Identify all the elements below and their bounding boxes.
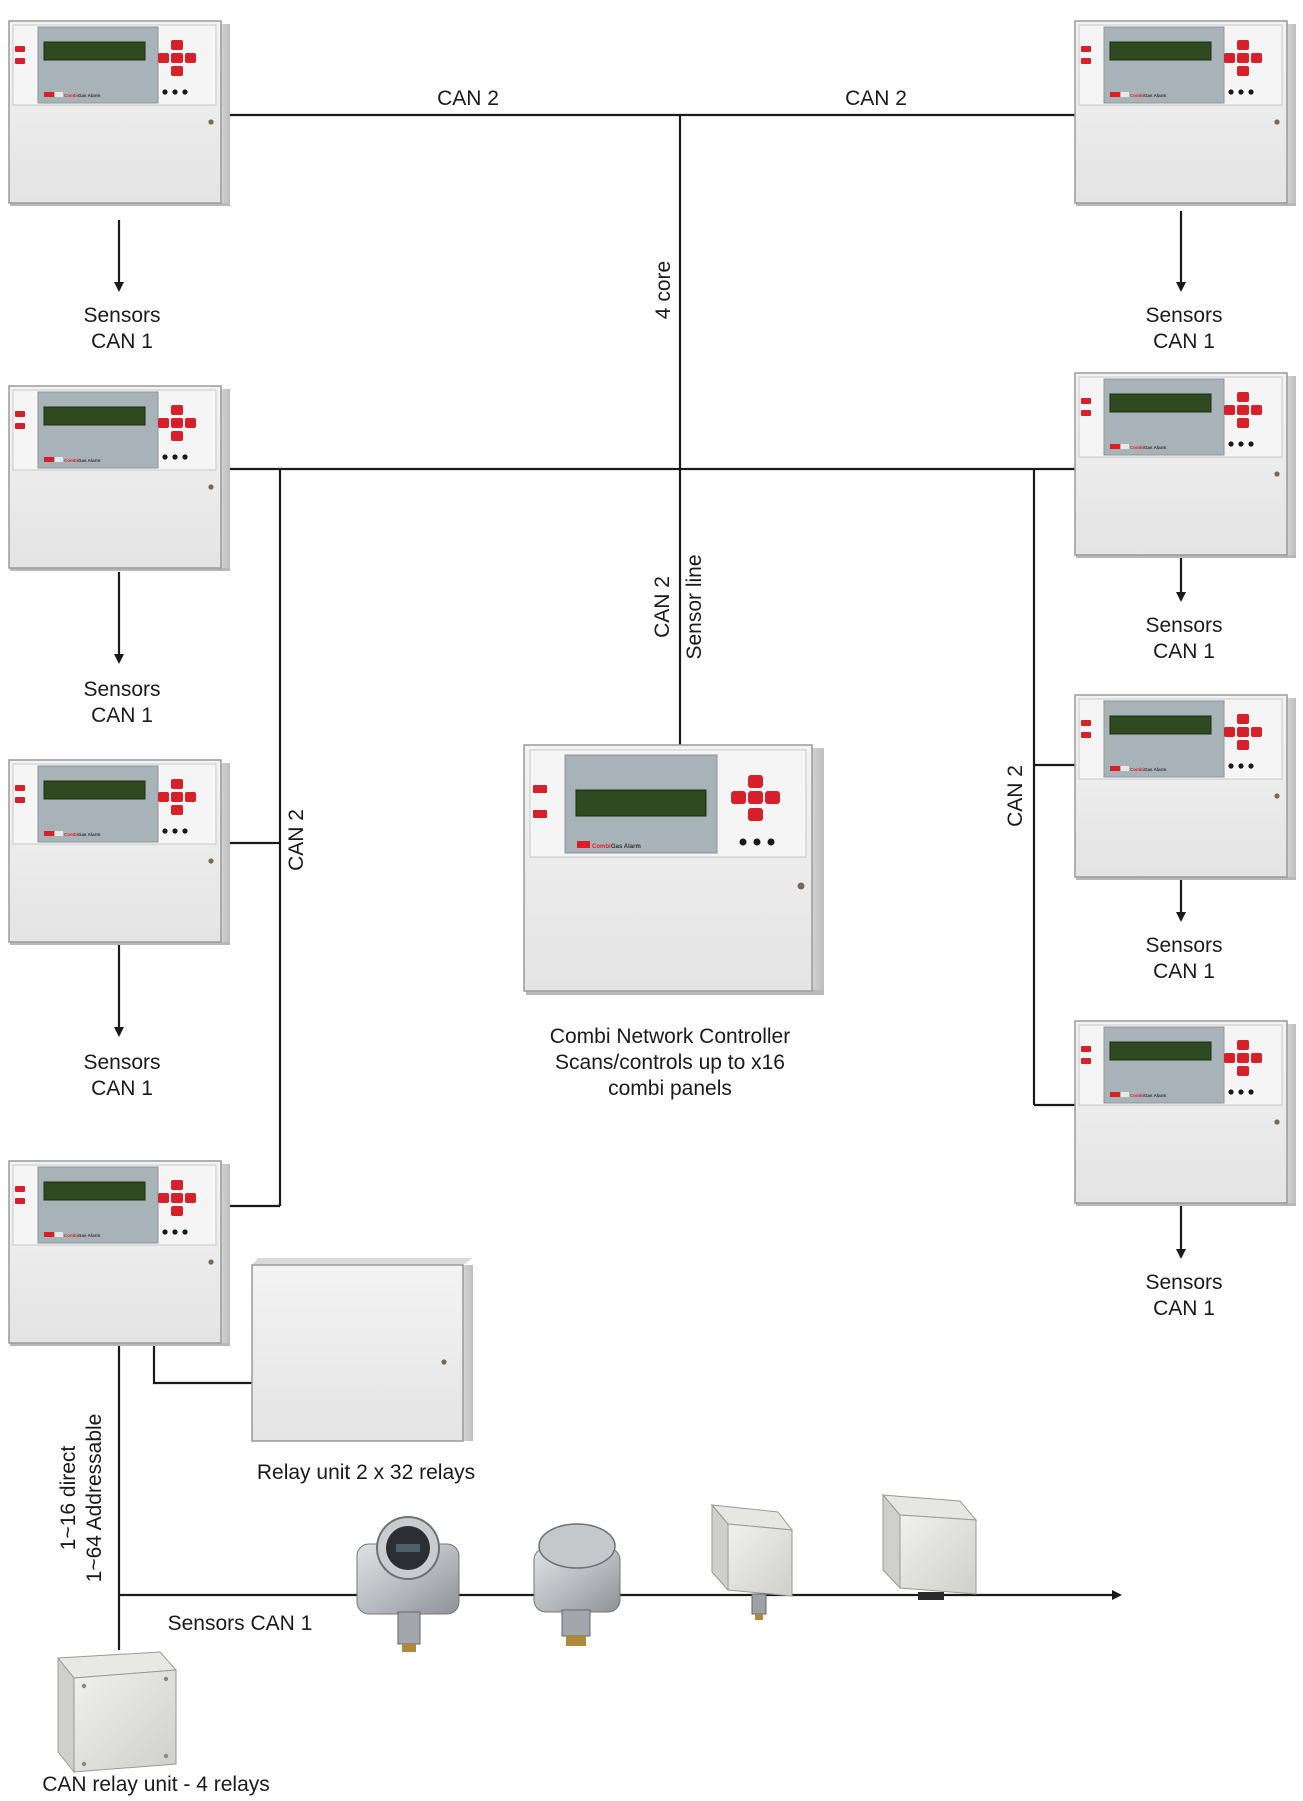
label-can2-left-trunk: CAN 2 bbox=[285, 809, 308, 871]
panel-brand-text: Combi bbox=[1130, 93, 1144, 98]
flameproof-sensor bbox=[533, 1523, 621, 1646]
right-panel-3 bbox=[1074, 694, 1297, 881]
panel-product-text: Gas Alarm bbox=[1144, 445, 1166, 450]
sensors-text: Sensors bbox=[83, 1051, 160, 1074]
sensors-label-right-2: Sensors CAN 1 bbox=[1145, 614, 1222, 663]
panel-product-text: Gas Alarm bbox=[1144, 1093, 1166, 1098]
addressing-line2: 1~64 Addressable bbox=[83, 1414, 106, 1583]
right-panel-2 bbox=[1074, 372, 1297, 559]
panel-product-text: Gas Alarm bbox=[78, 458, 100, 463]
controller-caption: Combi Network Controller Scans/controls … bbox=[550, 1025, 790, 1100]
panel-brand-text: Combi bbox=[64, 458, 78, 463]
key-up bbox=[748, 775, 763, 788]
left-panel-1 bbox=[8, 20, 231, 207]
can-relay-unit-caption: CAN relay unit - 4 relays bbox=[42, 1773, 270, 1796]
relay-unit-wire bbox=[152, 1339, 252, 1385]
panel-product-text: Gas Alarm bbox=[78, 832, 100, 837]
sensors-label-right-3: Sensors CAN 1 bbox=[1145, 934, 1222, 983]
sensors-label-right-4: Sensors CAN 1 bbox=[1145, 1271, 1222, 1320]
sensors-label-left-2: Sensors CAN 1 bbox=[83, 678, 160, 727]
right-panel-1 bbox=[1074, 20, 1297, 207]
sensors-label-left-1: Sensors CAN 1 bbox=[83, 304, 160, 353]
key-right bbox=[765, 791, 780, 804]
label-can2-center: CAN 2 bbox=[651, 576, 674, 638]
label-sensor-line: Sensor line bbox=[683, 554, 706, 659]
sensors-text: Sensors bbox=[1145, 934, 1222, 957]
sensors-text: Sensors bbox=[83, 304, 160, 327]
sensors-text: Sensors bbox=[1145, 1271, 1222, 1294]
panel-brand-text: Combi bbox=[64, 93, 78, 98]
label-four-core: 4 core bbox=[652, 261, 675, 319]
panel-brand-text: Combi bbox=[1130, 1093, 1144, 1098]
sensors-text: Sensors bbox=[1145, 304, 1222, 327]
key-down bbox=[748, 808, 763, 821]
flameproof-sensor-display bbox=[356, 1516, 460, 1652]
controller-caption-line1: Combi Network Controller bbox=[550, 1025, 790, 1048]
label-can2-top-right: CAN 2 bbox=[845, 87, 907, 110]
label-can2-top-left: CAN 2 bbox=[437, 87, 499, 110]
controller-caption-line3: combi panels bbox=[608, 1077, 732, 1100]
panel-brand-text: Combi bbox=[64, 832, 78, 837]
left-panel-3 bbox=[8, 759, 231, 946]
panel-brand-text: Combi bbox=[1130, 445, 1144, 450]
label-can2-right-trunk: CAN 2 bbox=[1004, 765, 1027, 827]
can1-text: CAN 1 bbox=[91, 1077, 153, 1100]
network-controller: Combi Gas Alarm bbox=[523, 744, 824, 995]
sensors-text: Sensors bbox=[1145, 614, 1222, 637]
can1-text: CAN 1 bbox=[1153, 960, 1215, 983]
can1-text: CAN 1 bbox=[1153, 330, 1215, 353]
wires bbox=[117, 113, 1122, 1650]
left-panel-2 bbox=[8, 385, 231, 572]
panel-product-text: Gas Alarm bbox=[1144, 93, 1166, 98]
sensor-bus-label: Sensors CAN 1 bbox=[168, 1612, 313, 1635]
sensor-arrows bbox=[114, 211, 1186, 1259]
left-panel-4 bbox=[8, 1160, 231, 1347]
relay-unit bbox=[251, 1258, 473, 1442]
controller-caption-line2: Scans/controls up to x16 bbox=[555, 1051, 785, 1074]
panel-product-text: Gas Alarm bbox=[1144, 767, 1166, 772]
panel-product-text: Gas Alarm bbox=[78, 93, 100, 98]
panel-brand-text: Combi bbox=[64, 1233, 78, 1238]
sensors-text: Sensors bbox=[83, 678, 160, 701]
can-relay-unit bbox=[57, 1651, 178, 1774]
panel-brand-text: Combi bbox=[1130, 767, 1144, 772]
key-enter bbox=[748, 791, 763, 804]
sensors-label-left-3: Sensors CAN 1 bbox=[83, 1051, 160, 1100]
addressing-line1: 1~16 direct bbox=[57, 1446, 80, 1551]
can1-text: CAN 1 bbox=[1153, 1297, 1215, 1320]
key-left bbox=[731, 791, 746, 804]
panel-product-text: Gas Alarm bbox=[78, 1233, 100, 1238]
can1-text: CAN 1 bbox=[91, 704, 153, 727]
relay-unit-caption: Relay unit 2 x 32 relays bbox=[257, 1461, 475, 1484]
box-sensor-large bbox=[881, 1493, 978, 1600]
right-panel-4 bbox=[1074, 1020, 1297, 1207]
can1-text: CAN 1 bbox=[1153, 640, 1215, 663]
box-sensor-small bbox=[710, 1503, 794, 1620]
controller-brand: Combi bbox=[592, 844, 611, 850]
controller-product: Gas Alarm bbox=[611, 844, 641, 850]
can1-text: CAN 1 bbox=[91, 330, 153, 353]
sensors-label-right-1: Sensors CAN 1 bbox=[1145, 304, 1222, 353]
